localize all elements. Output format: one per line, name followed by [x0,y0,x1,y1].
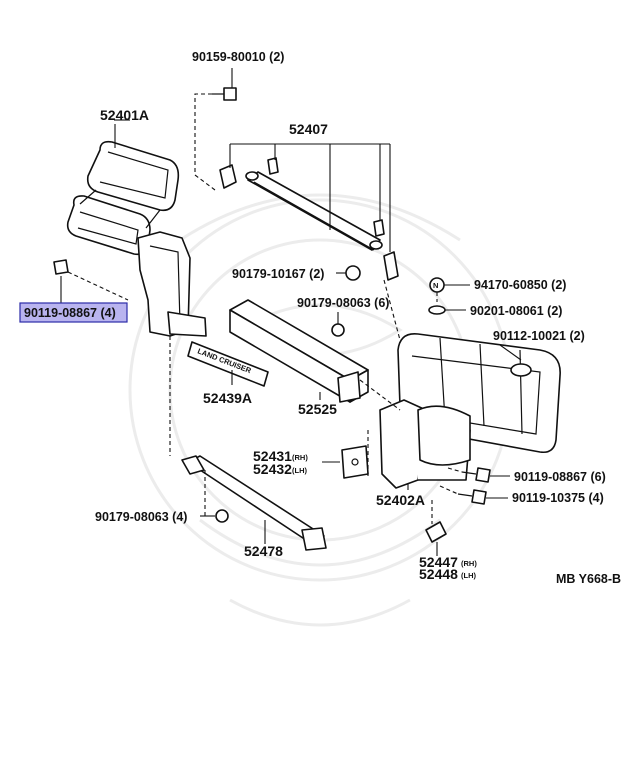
nut-94170: N [429,277,445,293]
cross-bar-52407 [245,171,383,251]
bracket-52407-c [373,219,385,237]
label-52478[interactable]: 52478 [244,543,283,559]
label-52407[interactable]: 52407 [289,121,328,137]
leader-90112 [499,344,522,361]
label-52448[interactable]: 52448 [419,566,458,582]
part-highlight-box[interactable] [19,302,128,323]
nut-90179-10167 [345,265,361,281]
label-52447-side: (RH) [461,559,477,568]
assembly-dashlines [67,271,463,524]
label-52431[interactable]: 52431 [253,448,292,464]
nut-90179-08063-lower [215,509,229,523]
dashline-90159 [194,93,216,191]
washer-mark-text: N [433,281,438,290]
label-52431-side: (RH) [292,453,308,462]
bracket-52407-d [383,251,399,281]
label-94170-60850[interactable]: 94170-60850 (2) [474,278,566,292]
label-90119-08867-highlight[interactable]: 90119-08867 (4) [24,306,116,320]
label-90179-08063-4[interactable]: 90179-08063 (4) [95,510,187,524]
label-90112-10021[interactable]: 90112-10021 (2) [493,329,585,343]
label-90201-08061[interactable]: 90201-08061 (2) [470,304,562,318]
bracket-52431 [341,445,369,479]
label-90119-08867-6[interactable]: 90119-08867 (6) [514,470,606,484]
bolt-90119-08867-right [461,467,491,483]
left-guard-52401A [66,140,207,337]
label-90119-10375[interactable]: 90119-10375 (4) [512,491,604,505]
label-52401A[interactable]: 52401A [100,107,149,123]
bracket-52407-a [219,164,237,189]
cover-52447 [425,521,447,543]
bolt-90119-10375 [457,489,487,505]
label-52432[interactable]: 52432 [253,461,292,477]
label-90159-80010[interactable]: 90159-80010 (2) [192,50,284,64]
nut-90179-08063-upper [331,323,345,337]
center-panel-52525 [229,299,369,403]
label-52447[interactable]: 52447 [419,554,458,570]
label-52448-side: (LH) [461,571,476,580]
bolt-90159 [212,87,237,101]
reference-code: MB Y668-B [556,572,621,586]
label-52439A[interactable]: 52439A [203,390,252,406]
label-52402A[interactable]: 52402A [376,492,425,508]
washer-90201 [428,305,446,315]
label-52525[interactable]: 52525 [298,401,337,417]
label-90179-08063-6[interactable]: 90179-08063 (6) [297,296,389,310]
label-90179-10167[interactable]: 90179-10167 (2) [232,267,324,281]
bracket-52407-b [267,157,279,175]
right-guard-52402A [379,333,561,489]
emblem-52439A: LAND CRUISER [187,341,269,387]
label-52432-side: (LH) [292,466,307,475]
leader-52407 [229,143,391,252]
bolt-90119-08867-left [53,259,69,275]
lower-bar-52478 [181,455,327,551]
